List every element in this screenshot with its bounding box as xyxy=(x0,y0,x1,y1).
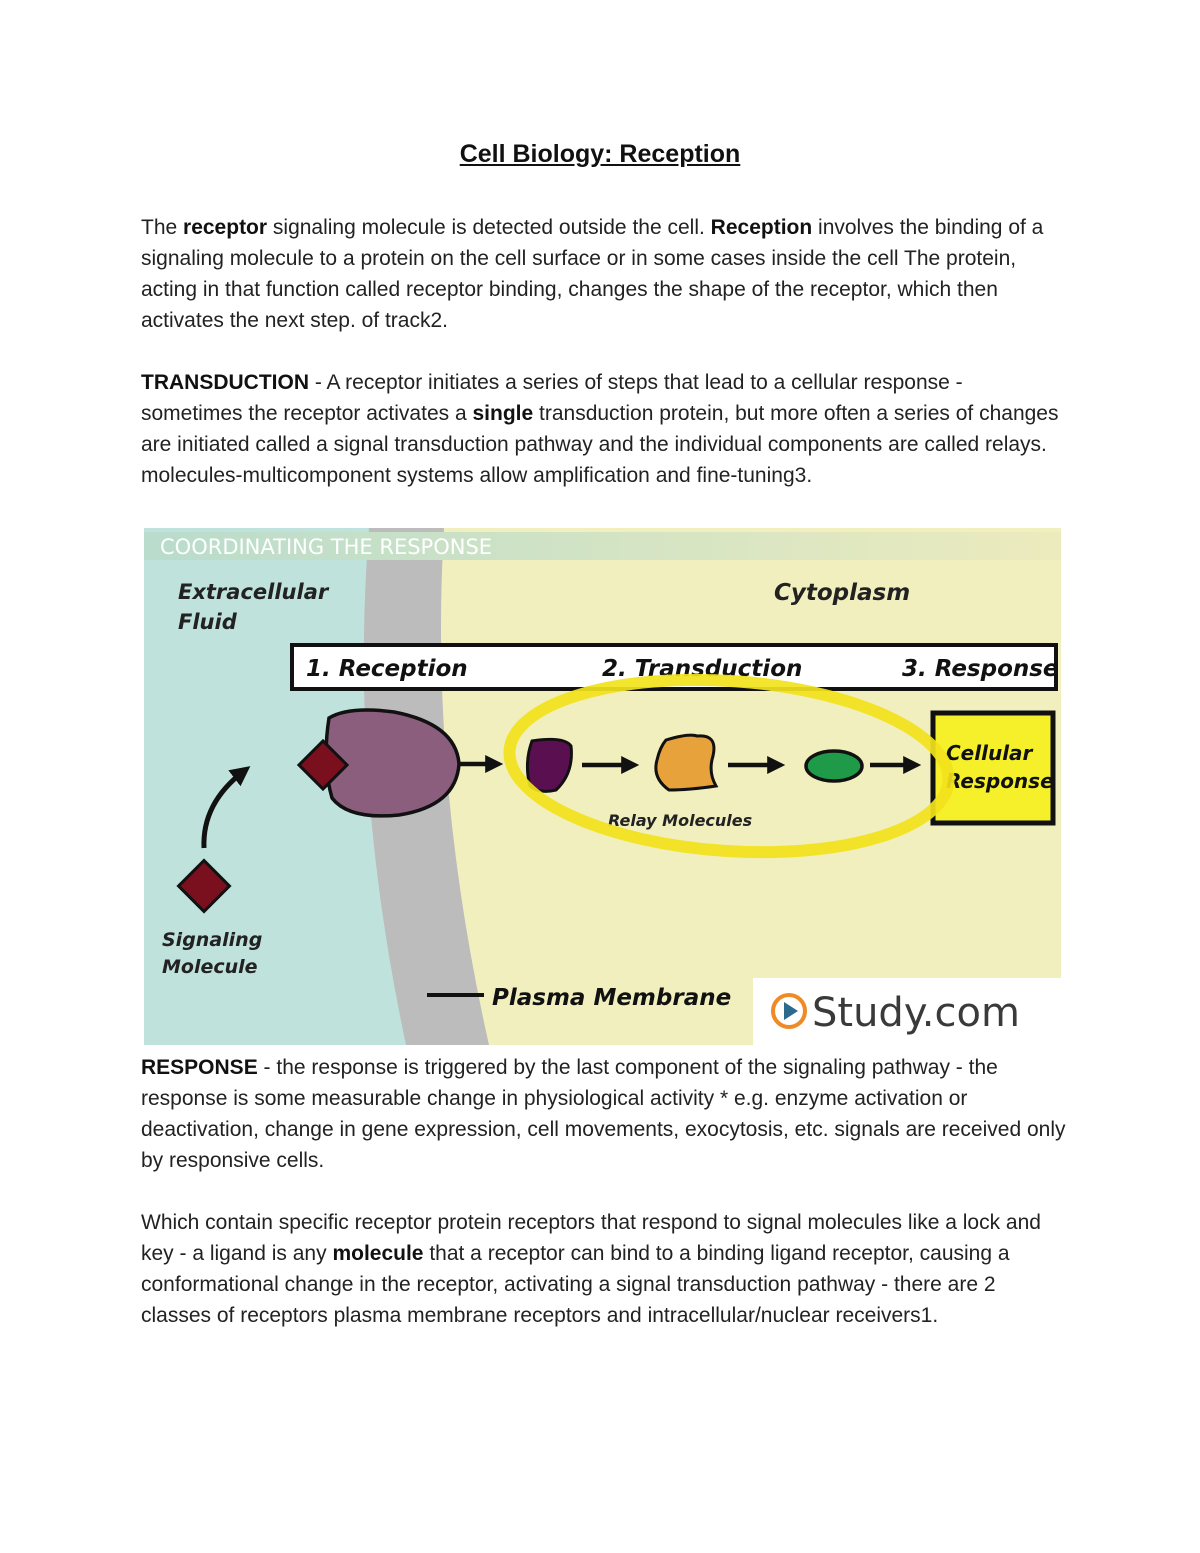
text-run: transduction protein, but more often a s… xyxy=(141,402,1059,487)
cytoplasm-label: Cytoplasm xyxy=(774,580,910,606)
relay-molecule-2 xyxy=(654,733,719,792)
step-reception: 1. Reception xyxy=(306,656,468,682)
logo-play-triangle xyxy=(784,1002,798,1020)
response-label-2: Response xyxy=(946,769,1054,793)
text-run: involves the binding of a signaling mole… xyxy=(141,216,1044,332)
text-run: The xyxy=(141,216,184,239)
paragraph-reception: The receptor signaling molecule is detec… xyxy=(141,212,1066,336)
text-run: that a receptor can bind to a binding li… xyxy=(141,1242,1010,1327)
bold-term: receptor xyxy=(183,216,268,239)
receptor-protein xyxy=(324,708,461,818)
banner-text: COORDINATING THE RESPONSE xyxy=(160,535,492,559)
paragraph-receptors: Which contain specific receptor protein … xyxy=(141,1207,1066,1331)
extracellular-label-2: Fluid xyxy=(178,610,238,634)
paragraph-transduction: TRANSDUCTION - A receptor initiates a se… xyxy=(141,367,1066,491)
highlight-circle xyxy=(503,673,955,859)
diagram-canvas: COORDINATING THE RESPONSE Extracellular … xyxy=(144,528,1061,1045)
logo-text: Study.com xyxy=(812,990,1020,1036)
signaling-diagram: COORDINATING THE RESPONSE Extracellular … xyxy=(144,528,1061,1045)
bold-term: molecule xyxy=(332,1242,424,1265)
text-run: signaling molecule is detected outside t… xyxy=(267,216,711,239)
paragraph-response: RESPONSE - the response is triggered by … xyxy=(141,1052,1066,1176)
extracellular-label: Extracellular xyxy=(178,580,330,604)
banner-bar xyxy=(144,532,1061,560)
membrane-label: Plasma Membrane xyxy=(492,985,731,1011)
signal-label-2: Molecule xyxy=(162,956,258,978)
binding-arrow xyxy=(201,766,251,849)
relay-label: Relay Molecules xyxy=(608,811,752,830)
response-label: Cellular xyxy=(946,741,1034,765)
text-run: Which contain specific receptor protein … xyxy=(141,1211,1041,1265)
page-title: Cell Biology: Reception xyxy=(459,140,741,168)
text-run: - A receptor initiates a series of steps… xyxy=(141,371,963,425)
bound-signal-molecule xyxy=(296,738,350,792)
relay-molecule-1 xyxy=(525,737,573,793)
bold-term: Reception xyxy=(710,216,813,239)
signal-label: Signaling xyxy=(162,929,262,951)
bold-term: RESPONSE xyxy=(141,1056,258,1079)
bold-term: single xyxy=(472,402,534,425)
relay-molecule-3 xyxy=(804,749,864,783)
text-run: - the response is triggered by the last … xyxy=(141,1056,1066,1172)
free-signal-molecule xyxy=(176,858,232,914)
step-response: 3. Response xyxy=(902,656,1059,682)
bold-term: TRANSDUCTION xyxy=(141,371,309,394)
